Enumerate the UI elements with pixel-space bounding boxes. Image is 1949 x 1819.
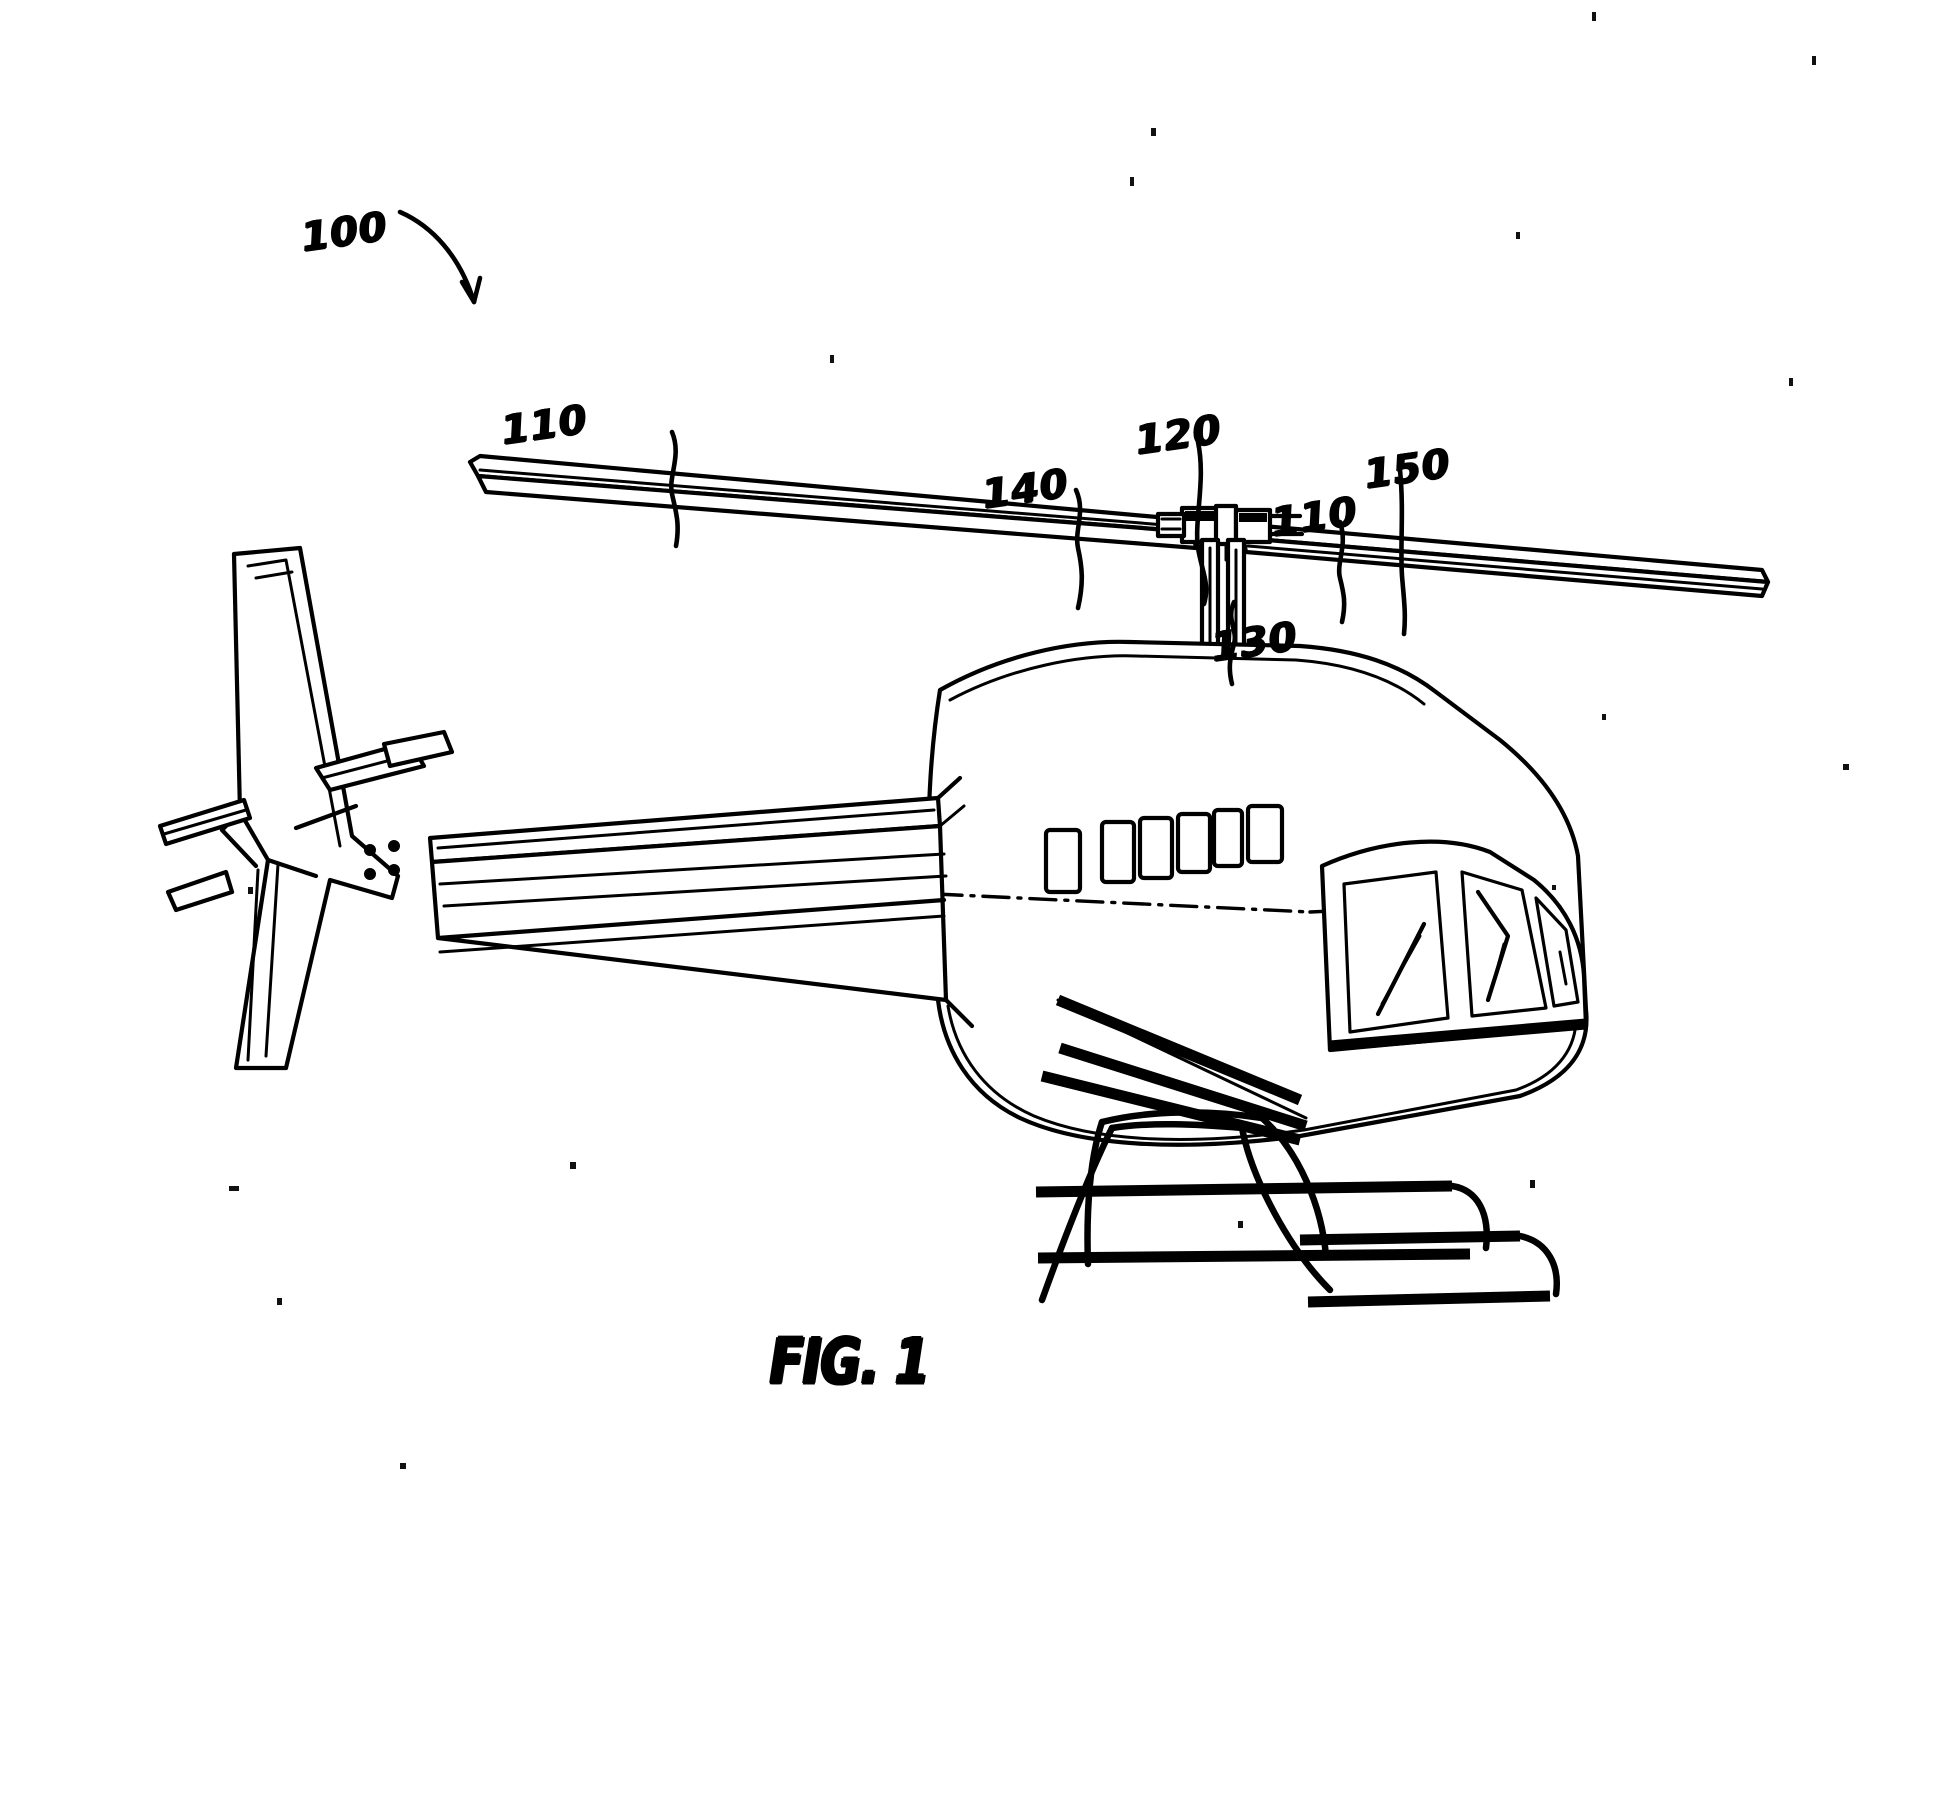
- scan-speck: [570, 1162, 576, 1169]
- fuselage-stripe-markings: [1040, 994, 1308, 1146]
- tail-rotor: [165, 729, 455, 913]
- figure-caption: FIG. 1: [770, 1325, 930, 1398]
- scan-speck: [277, 1298, 282, 1305]
- scan-speck: [1602, 714, 1606, 720]
- scan-speck: [1516, 232, 1520, 239]
- scan-speck: [1789, 378, 1793, 386]
- scan-speck: [248, 887, 253, 894]
- scan-speck: [1151, 128, 1156, 136]
- scan-speck: [1592, 12, 1596, 21]
- scan-speck: [400, 1463, 406, 1469]
- leader-120: [1194, 439, 1209, 607]
- leader-130: [1227, 599, 1238, 687]
- leader-100: [397, 209, 477, 305]
- leader-150: [1397, 467, 1408, 637]
- leader-100-arrow: [459, 275, 483, 305]
- vertical-stabilizer: [219, 545, 401, 1071]
- scan-specks: [229, 12, 1849, 1469]
- leader-140: [1073, 487, 1085, 611]
- scan-speck: [229, 1186, 239, 1191]
- scan-speck: [1552, 885, 1556, 890]
- cabin-side-windows: [1043, 803, 1285, 895]
- scan-speck: [1130, 177, 1134, 186]
- scan-speck: [1530, 1180, 1535, 1188]
- leader-110-left: [668, 429, 680, 549]
- leader-110-right: [1336, 519, 1347, 625]
- tail-boom: [427, 775, 975, 1029]
- scan-speck: [830, 355, 834, 363]
- landing-skids: [1035, 1109, 1560, 1308]
- leader-lines: [397, 209, 1408, 687]
- main-rotor-blade-right: [1237, 521, 1771, 599]
- scan-speck: [1812, 56, 1816, 65]
- scan-speck: [1843, 764, 1849, 770]
- scan-speck: [1238, 1221, 1243, 1228]
- cockpit-windows: [1319, 839, 1589, 1053]
- main-rotor-blade-left: [467, 453, 1199, 551]
